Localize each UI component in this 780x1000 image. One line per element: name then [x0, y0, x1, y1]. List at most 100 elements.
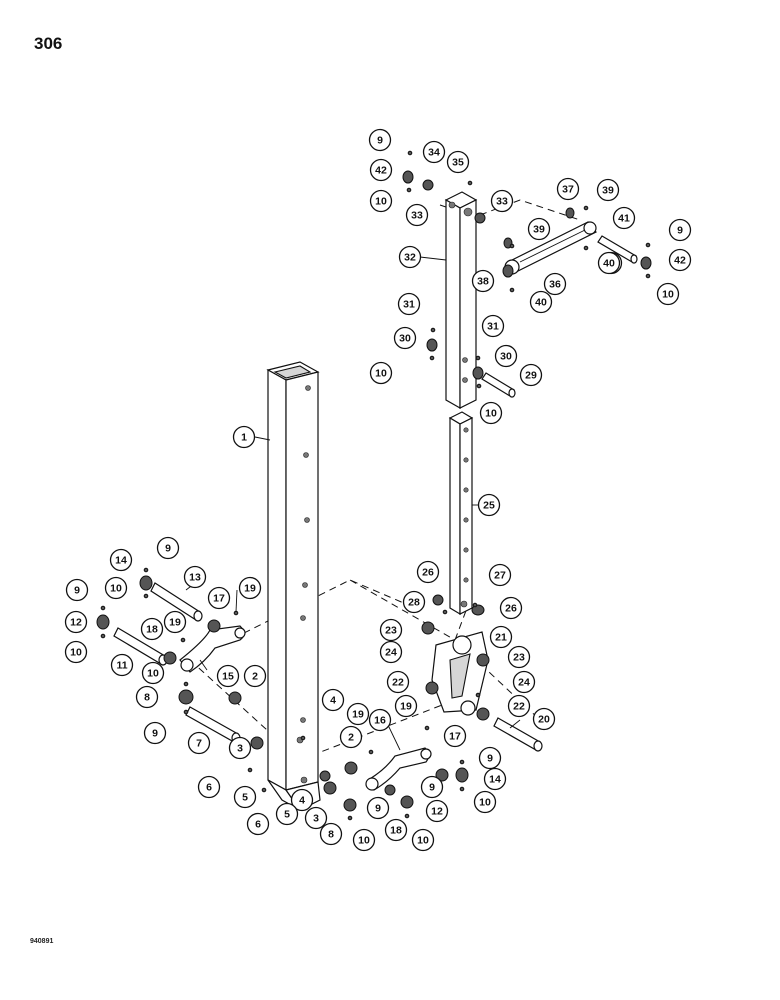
- callout-33: 33: [405, 203, 429, 227]
- callout-10: 10: [411, 828, 435, 852]
- callout-10: 10: [656, 282, 680, 306]
- callout-circle: [216, 664, 240, 688]
- callout-3: 3: [304, 806, 328, 830]
- callout-number: 10: [110, 583, 122, 595]
- page-number: 306: [34, 34, 63, 53]
- callout-10: 10: [64, 640, 88, 664]
- callout-circle: [668, 248, 692, 272]
- callout-number: 8: [144, 692, 150, 704]
- callout-38: 38: [471, 269, 495, 293]
- callout-circle: [64, 610, 88, 634]
- callout-number: 22: [392, 677, 404, 689]
- callout-circle: [656, 282, 680, 306]
- callout-number: 31: [487, 321, 499, 333]
- callout-circle: [556, 177, 580, 201]
- callout-circle: [369, 189, 393, 213]
- callout-circle: [543, 272, 567, 296]
- callout-12: 12: [425, 799, 449, 823]
- callout-circle: [232, 425, 256, 449]
- callout-35: 35: [446, 150, 470, 174]
- callout-circle: [494, 344, 518, 368]
- callout-6: 6: [246, 812, 270, 836]
- callout-circle: [397, 292, 421, 316]
- callout-number: 9: [487, 753, 493, 765]
- callout-number: 12: [431, 806, 443, 818]
- callout-18: 18: [384, 818, 408, 842]
- callout-number: 30: [399, 333, 411, 345]
- callout-number: 17: [213, 593, 225, 605]
- callout-number: 23: [513, 652, 525, 664]
- callout-circle: [481, 314, 505, 338]
- callout-circle: [507, 694, 531, 718]
- callout-circle: [304, 806, 328, 830]
- callout-9: 9: [143, 721, 167, 745]
- callout-circle: [275, 802, 299, 826]
- callout-circle: [104, 576, 128, 600]
- bushings-and-fittings: [96, 150, 652, 821]
- callout-9: 9: [156, 536, 180, 560]
- callout-39: 39: [527, 217, 551, 241]
- callout-circle: [529, 290, 553, 314]
- callout-circle: [64, 640, 88, 664]
- callout-number: 10: [375, 196, 387, 208]
- callout-circle: [368, 128, 392, 152]
- callout-10: 10: [473, 790, 497, 814]
- callout-40: 40: [597, 251, 621, 275]
- callout-number: 36: [549, 279, 561, 291]
- callout-circle: [446, 150, 470, 174]
- callout-circle: [346, 702, 370, 726]
- callout-31: 31: [397, 292, 421, 316]
- callout-number: 10: [358, 835, 370, 847]
- callout-number: 24: [385, 647, 397, 659]
- callout-number: 10: [417, 835, 429, 847]
- callout-14: 14: [109, 548, 133, 572]
- callout-9: 9: [420, 775, 444, 799]
- callout-19: 19: [163, 610, 187, 634]
- callout-circle: [519, 363, 543, 387]
- callout-26: 26: [499, 596, 523, 620]
- callout-number: 19: [400, 701, 412, 713]
- callout-circle: [183, 565, 207, 589]
- callout-circle: [416, 560, 440, 584]
- callout-19: 19: [346, 702, 370, 726]
- callout-circle: [246, 812, 270, 836]
- callout-circle: [109, 548, 133, 572]
- callout-number: 40: [535, 297, 547, 309]
- callout-number: 33: [496, 196, 508, 208]
- callout-number: 17: [449, 731, 461, 743]
- callout-30: 30: [393, 326, 417, 350]
- callout-number: 10: [662, 289, 674, 301]
- callout-number: 38: [477, 276, 489, 288]
- callout-circle: [143, 721, 167, 745]
- callout-37: 37: [556, 177, 580, 201]
- callout-circle: [425, 799, 449, 823]
- callout-number: 10: [70, 647, 82, 659]
- callout-number: 9: [377, 135, 383, 147]
- callout-circle: [369, 361, 393, 385]
- callout-25: 25: [477, 493, 501, 517]
- callout-number: 4: [330, 695, 336, 707]
- callout-9: 9: [366, 796, 390, 820]
- callout-number: 33: [411, 210, 423, 222]
- callout-number: 30: [500, 351, 512, 363]
- callout-circle: [499, 596, 523, 620]
- callout-number: 19: [169, 617, 181, 629]
- callout-circle: [668, 218, 692, 242]
- callout-19: 19: [394, 694, 418, 718]
- callout-circle: [411, 828, 435, 852]
- callout-circle: [473, 790, 497, 814]
- callout-11: 11: [110, 653, 134, 677]
- callout-number: 37: [562, 184, 574, 196]
- callout-number: 2: [348, 732, 354, 744]
- callout-number: 26: [505, 603, 517, 615]
- callout-6: 6: [197, 775, 221, 799]
- pins: [113, 235, 638, 752]
- callout-number: 31: [403, 299, 415, 311]
- callout-circle: [368, 708, 392, 732]
- callout-9: 9: [478, 746, 502, 770]
- drawing-code: 940891: [30, 938, 54, 945]
- main-mast: [266, 361, 321, 811]
- callout-number: 9: [165, 543, 171, 555]
- callout-number: 26: [422, 567, 434, 579]
